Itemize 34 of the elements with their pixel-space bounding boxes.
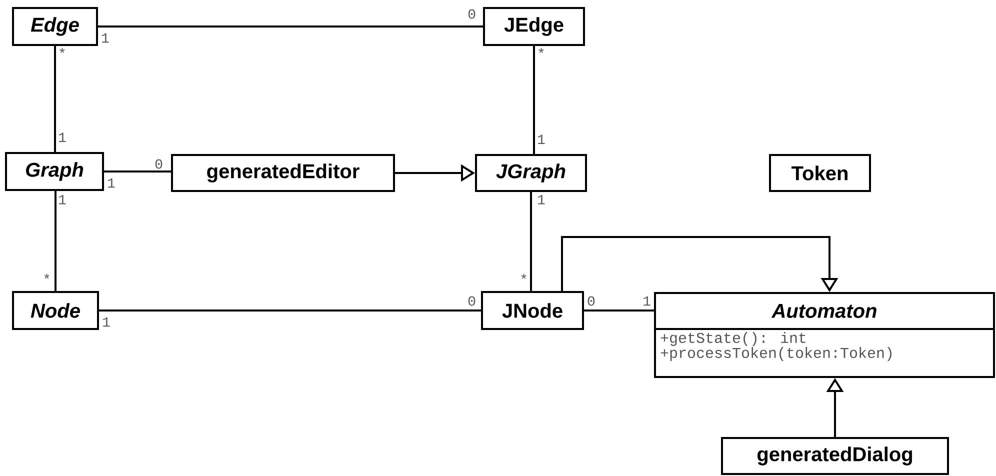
class-box: Token <box>769 154 871 192</box>
multiplicity-label: 1 <box>538 134 545 144</box>
multiplicity-label: 1 <box>103 317 110 327</box>
class-box: JGraph <box>475 154 587 192</box>
association-line <box>530 192 532 291</box>
multiplicity-label: * <box>44 274 50 279</box>
class-box: Automaton +getState(): int +processToken(token:Token) <box>654 292 995 378</box>
class-box: generatedDialog <box>721 437 949 475</box>
class-box: generatedEditor <box>171 154 395 192</box>
multiplicity-label: 1 <box>59 195 66 204</box>
multiplicity-label: * <box>538 48 544 53</box>
multiplicity-label: * <box>521 274 526 279</box>
multiplicity-label: 1 <box>102 33 109 43</box>
multiplicity-label: 1 <box>59 132 66 142</box>
multiplicity-label: 0 <box>468 9 476 19</box>
multiplicity-label: 1 <box>108 178 115 188</box>
multiplicity-label: 1 <box>644 296 650 306</box>
association-line <box>584 310 654 312</box>
class-box: Node <box>12 291 100 330</box>
association-line <box>54 191 57 291</box>
association-line <box>99 310 481 312</box>
association-line <box>54 46 56 152</box>
multiplicity-label: * <box>60 48 65 53</box>
class-box: Graph <box>5 152 104 191</box>
multiplicity-label: 1 <box>538 195 545 204</box>
class-box: Edge <box>12 7 98 46</box>
multiplicity-label: 0 <box>155 159 162 169</box>
association-line <box>533 46 535 154</box>
multiplicity-label: 0 <box>588 296 595 306</box>
multiplicity-label: 0 <box>468 296 476 306</box>
association-line <box>98 26 483 28</box>
class-box: JNode <box>481 291 584 330</box>
association-line <box>104 170 171 172</box>
class-box: JEdge <box>483 7 585 46</box>
